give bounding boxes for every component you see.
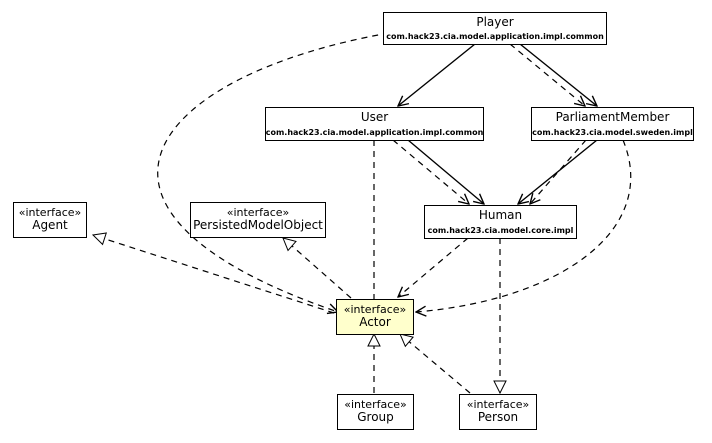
edge-human-actor <box>398 237 469 297</box>
edge-actor-agent <box>93 235 335 314</box>
actor-interface-stereotype: «interface» <box>343 302 407 316</box>
group-interface-stereotype: «interface» <box>344 397 407 411</box>
group-interface[interactable]: «interface» Group <box>337 394 414 430</box>
edge-parliamentmember-human-dashed <box>530 139 587 204</box>
agent-interface-stereotype: «interface» <box>18 205 82 219</box>
person-interface[interactable]: «interface» Person <box>459 394 537 430</box>
edge-person-actor <box>400 334 471 394</box>
parliament-member-class[interactable]: ParliamentMember com.hack23.cia.model.sw… <box>531 107 694 141</box>
agent-interface-name: Agent <box>32 218 68 233</box>
persisted-model-object-interface[interactable]: «interface» PersistedModelObject <box>190 202 326 238</box>
edge-user-human-solid <box>407 139 484 204</box>
parliament-member-class-package: com.hack23.cia.model.sweden.impl <box>532 127 693 137</box>
person-interface-name: Person <box>477 410 519 425</box>
persisted-model-object-interface-stereotype: «interface» <box>226 205 290 219</box>
parliament-member-class-name: ParliamentMember <box>555 110 670 124</box>
user-class-name: User <box>360 110 389 124</box>
human-class[interactable]: Human com.hack23.cia.model.core.impl <box>424 205 577 239</box>
edge-player-user <box>398 43 476 106</box>
actor-interface[interactable]: «interface» Actor <box>336 299 414 335</box>
edge-parliamentmember-actor <box>416 139 632 312</box>
persisted-model-object-interface-name: PersistedModelObject <box>193 218 323 233</box>
actor-interface-name: Actor <box>359 315 391 330</box>
group-interface-name: Group <box>357 410 394 425</box>
edge-player-actor <box>157 32 390 312</box>
edge-actor-persistedmodelobject <box>283 238 352 299</box>
person-interface-stereotype: «interface» <box>466 397 530 411</box>
edge-parliamentmember-human-solid <box>518 139 598 204</box>
human-class-name: Human <box>478 208 523 222</box>
player-class-package: com.hack23.cia.model.application.impl.co… <box>386 32 604 42</box>
agent-interface[interactable]: «interface» Agent <box>13 202 87 238</box>
human-class-package: com.hack23.cia.model.core.impl <box>427 225 574 235</box>
edge-player-parliamentmember-dashed <box>509 43 585 106</box>
player-class-name: Player <box>476 14 514 29</box>
edge-player-parliamentmember-solid <box>519 43 597 106</box>
user-class[interactable]: User com.hack23.cia.model.application.im… <box>265 107 484 141</box>
user-class-package: com.hack23.cia.model.application.impl.co… <box>265 127 484 137</box>
player-class[interactable]: Player com.hack23.cia.model.application.… <box>383 12 607 45</box>
edge-user-human-dashed <box>392 139 469 204</box>
